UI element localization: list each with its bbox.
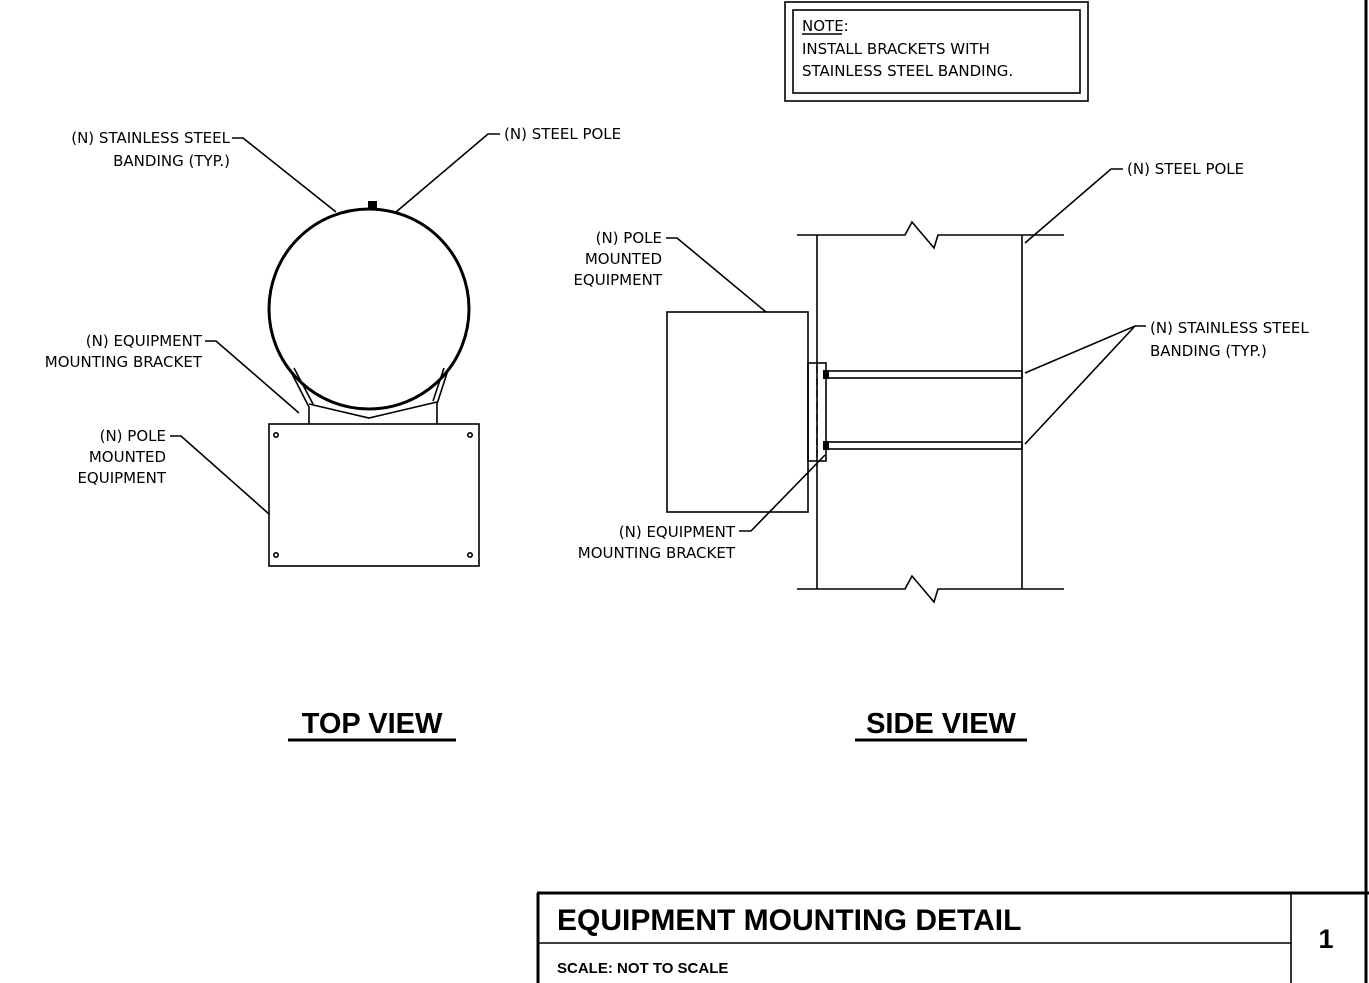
- top-banding-label-1: (N) STAINLESS STEEL: [71, 129, 230, 147]
- top-view-title: TOP VIEW: [302, 708, 443, 740]
- top-bracket-right: [436, 369, 449, 424]
- side-banding-leader-lower: [1024, 325, 1136, 445]
- note-heading: NOTE:: [802, 17, 849, 35]
- side-banding-upper: [827, 370, 1023, 379]
- side-break-line-top: [797, 220, 1064, 250]
- top-equipment-box: [268, 423, 480, 567]
- top-banding-label-2: BANDING (TYP.): [113, 152, 230, 170]
- top-bracket-label-1: (N) EQUIPMENT: [86, 332, 203, 350]
- side-pole-leader: [1024, 168, 1123, 244]
- side-bracket-leader: [739, 454, 826, 532]
- side-equipment-label-1: (N) POLE: [596, 229, 662, 247]
- detail-title: EQUIPMENT MOUNTING DETAIL: [557, 904, 1021, 937]
- note-line-2: STAINLESS STEEL BANDING.: [802, 62, 1013, 80]
- top-bracket-face: [308, 401, 438, 419]
- side-bracket-label-2: MOUNTING BRACKET: [578, 544, 736, 562]
- detail-number: 1: [1318, 924, 1333, 954]
- side-banding-upper-clamp: [823, 370, 829, 379]
- note-box: NOTE: INSTALL BRACKETS WITH STAINLESS ST…: [784, 1, 1089, 102]
- side-banding-lower-clamp: [823, 441, 829, 450]
- side-bracket-plate: [807, 362, 827, 462]
- top-equipment-label-1: (N) POLE: [100, 427, 166, 445]
- side-equipment-label-2: MOUNTED: [585, 250, 662, 268]
- detail-scale: SCALE: NOT TO SCALE: [557, 960, 728, 977]
- side-bracket-label-1: (N) EQUIPMENT: [619, 523, 736, 541]
- note-line-1: INSTALL BRACKETS WITH: [802, 40, 990, 58]
- side-break-line-bottom: [797, 574, 1064, 604]
- top-bracket-label-2: MOUNTING BRACKET: [45, 353, 203, 371]
- title-block: EQUIPMENT MOUNTING DETAIL SCALE: NOT TO …: [536, 0, 1369, 983]
- side-equipment-label-3: EQUIPMENT: [573, 271, 662, 289]
- top-bracket-left: [289, 369, 310, 424]
- side-equipment-box: [666, 311, 809, 513]
- top-banding-leader: [232, 137, 337, 213]
- top-pole-label: (N) STEEL POLE: [504, 125, 621, 143]
- side-banding-lower: [827, 441, 1023, 450]
- side-banding-label-1: (N) STAINLESS STEEL: [1150, 319, 1309, 337]
- top-equipment-label-2: MOUNTED: [89, 448, 166, 466]
- side-pole-label: (N) STEEL POLE: [1127, 160, 1244, 178]
- top-bracket-leader: [205, 340, 300, 414]
- side-view-title: SIDE VIEW: [866, 708, 1016, 740]
- side-banding-label-2: BANDING (TYP.): [1150, 342, 1267, 360]
- side-view: (N) STEEL POLE (N) POLE MOUNTED EQUIPMEN…: [573, 160, 1309, 742]
- top-pole-leader: [395, 133, 500, 213]
- top-equipment-leader: [170, 435, 270, 515]
- side-equipment-leader: [666, 237, 767, 313]
- top-banding-clamp: [368, 201, 377, 209]
- top-equipment-label-3: EQUIPMENT: [77, 469, 166, 487]
- top-view: (N) STAINLESS STEEL BANDING (TYP.) (N) S…: [45, 125, 621, 742]
